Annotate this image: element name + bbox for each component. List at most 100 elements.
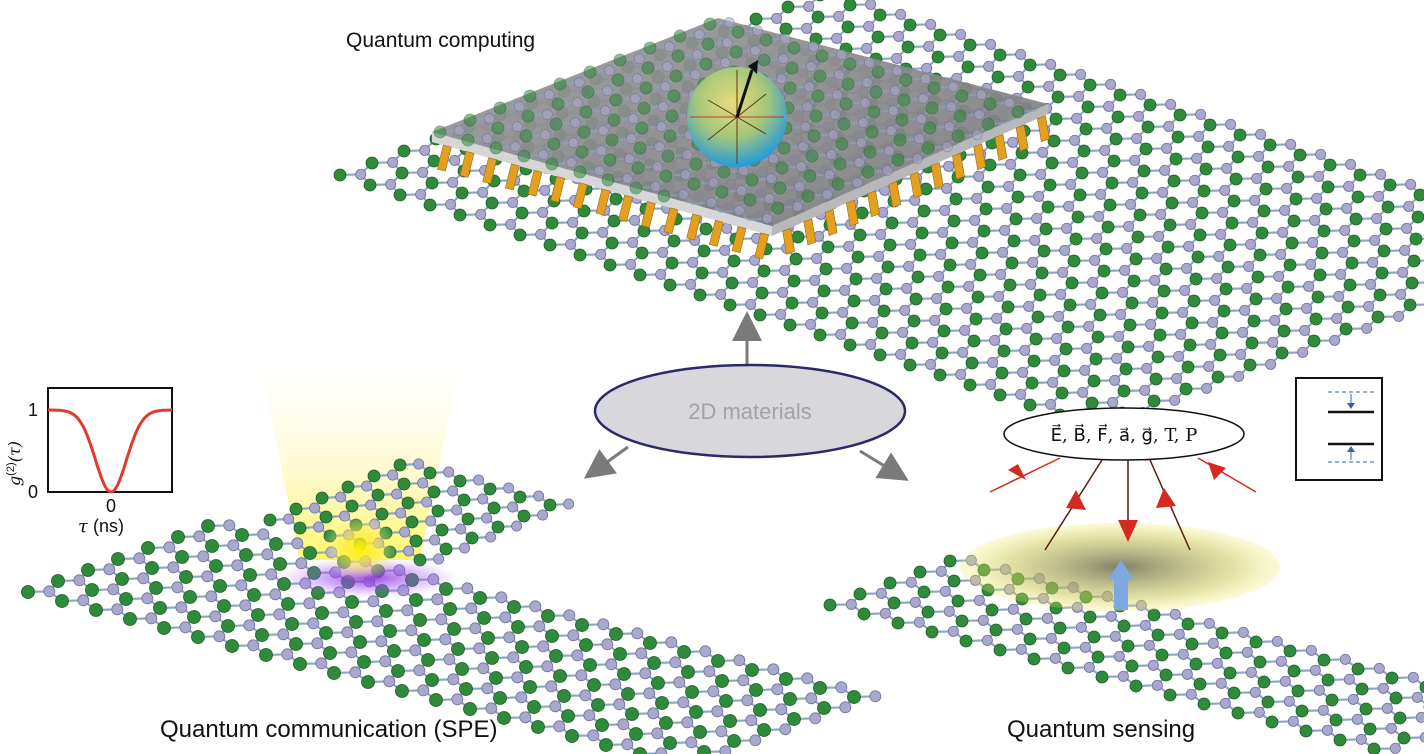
nitrogen-atom [981,634,993,646]
boron-atom [485,196,499,210]
nitrogen-atom [1367,256,1379,268]
nitrogen-atom [599,105,611,117]
nitrogen-atom [361,480,373,492]
chip-pin [973,143,987,171]
nitrogen-atom [885,125,897,137]
boron-atom [401,496,415,510]
nitrogen-atom [1071,112,1083,124]
boron-atom [1353,168,1367,182]
boron-atom [729,45,743,59]
nitrogen-atom [1049,354,1061,366]
boron-atom [667,234,681,248]
nitrogen-atom [1195,108,1207,120]
boron-atom [323,646,337,660]
boron-atom [753,703,767,717]
chip-pin [686,213,702,241]
nitrogen-atom [1053,310,1065,322]
boron-atom [997,344,1011,358]
boron-atom [1315,246,1329,260]
nitrogen-atom [231,559,244,572]
boron-atom [1279,302,1293,316]
nitrogen-atom [1151,679,1163,691]
nitrogen-atom [1355,733,1367,745]
nitrogen-atom [935,565,947,577]
boron-atom [263,513,277,527]
nitrogen-atom [703,665,716,678]
nitrogen-atom [545,680,558,693]
boron-atom [1253,655,1267,669]
boron-atom [1181,617,1195,631]
boron-atom [947,574,961,588]
nitrogen-atom [1051,332,1063,344]
nitrogen-atom [1253,706,1265,718]
boron-atom [635,246,649,260]
nitrogen-atom [265,568,278,581]
boron-atom [549,117,563,131]
boron-atom [463,702,477,716]
nitrogen-atom [533,620,546,633]
boron-atom [1379,222,1393,236]
boron-atom [1009,212,1023,226]
nitrogen-atom [945,101,957,113]
nitrogen-atom [649,181,661,193]
boron-atom [965,356,979,370]
nitrogen-atom [943,121,955,133]
nitrogen-atom [923,40,935,52]
nitrogen-atom [451,693,464,706]
nitrogen-atom [761,213,773,225]
nitrogen-atom [747,276,759,288]
nitrogen-atom [723,17,735,29]
boron-atom [821,240,835,254]
boron-atom [1159,262,1173,276]
boron-atom [1059,342,1073,356]
boron-atom [1347,234,1361,248]
nitrogen-atom [43,585,56,598]
boron-atom [1103,198,1117,212]
boron-atom [1167,174,1181,188]
nitrogen-atom [311,637,324,650]
boron-atom [903,18,917,32]
nitrogen-atom [805,61,817,73]
boron-atom [773,181,787,195]
boron-atom [553,669,567,683]
boron-atom [613,647,627,661]
boron-atom [1171,130,1185,144]
boron-atom [545,157,559,171]
boron-atom [425,673,439,687]
boron-atom [783,81,797,95]
nitrogen-atom [235,579,248,592]
boron-atom [711,654,725,668]
nitrogen-atom [1279,204,1291,216]
nitrogen-atom [1209,294,1221,306]
chip-pin [550,176,566,203]
energy-level-inset [1295,377,1383,481]
nitrogen-atom [477,662,490,675]
boron-atom [629,181,643,195]
boron-atom [819,262,833,276]
boron-atom [1183,338,1197,352]
chip-pin [618,194,634,222]
nitrogen-atom [925,358,937,370]
nitrogen-atom [973,109,985,121]
center-label: 2D materials [688,399,811,424]
nitrogen-atom [1007,136,1019,148]
boron-atom [423,466,437,480]
x-axis-label: τ (ns) [78,516,124,537]
boron-atom [485,651,499,665]
boron-atom [269,537,283,551]
nitrogen-atom [1083,320,1095,332]
boron-atom [891,153,905,167]
nitrogen-atom [1117,670,1129,682]
boron-atom [617,667,631,681]
boron-atom [1375,266,1389,280]
boron-atom [1027,652,1041,666]
nitrogen-atom [1369,234,1381,246]
boron-atom [667,89,681,103]
boron-atom [513,228,527,242]
boron-atom [1309,312,1323,326]
measured-quantities-bubble [1003,407,1245,461]
boron-atom [757,264,771,278]
chip-pin [1015,124,1029,152]
boron-atom [703,17,717,31]
nitrogen-atom [1069,134,1081,146]
